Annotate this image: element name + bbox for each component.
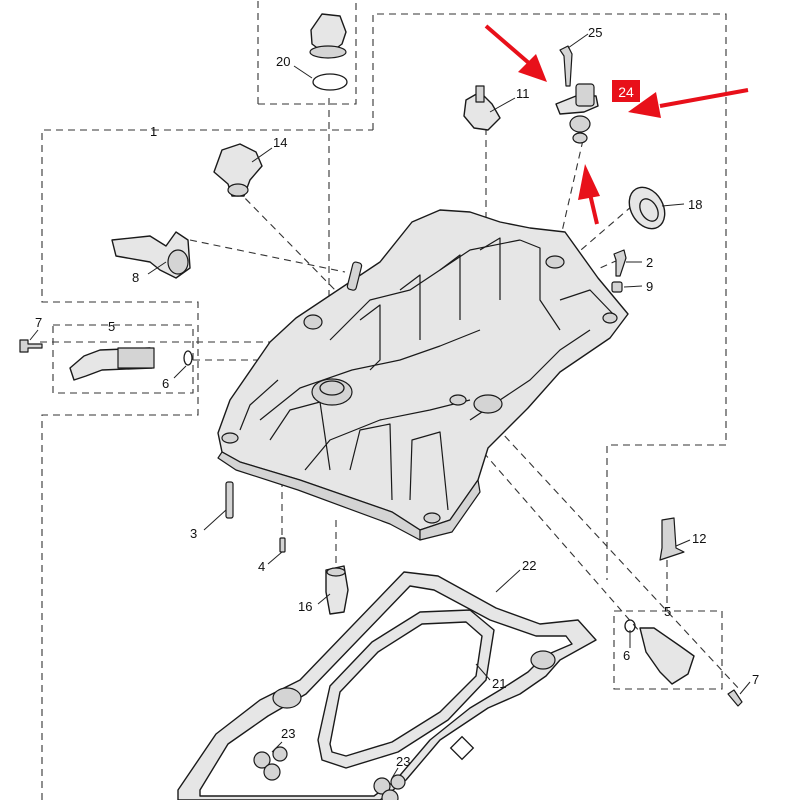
callout-7-right: 7 (752, 672, 759, 687)
pointer-arrow-horizontal (628, 88, 749, 118)
callout-12: 12 (692, 531, 706, 546)
callout-14: 14 (273, 135, 287, 150)
callout-6-right: 6 (623, 648, 630, 663)
callout-5-left: 5 (108, 319, 115, 334)
callout-8: 8 (132, 270, 139, 285)
pointer-arrow-vertical (578, 164, 600, 225)
callout-16: 16 (298, 599, 312, 614)
callout-21: 21 (492, 676, 506, 691)
callout-9: 9 (646, 279, 653, 294)
callout-22: 22 (522, 558, 536, 573)
pointer-arrows (484, 24, 749, 225)
group-frames (41, 0, 727, 800)
gaskets (177, 571, 597, 800)
callout-25: 25 (588, 25, 602, 40)
callout-11: 11 (516, 86, 530, 101)
callout-3: 3 (190, 526, 197, 541)
callout-24-label: 24 (618, 84, 634, 100)
leader-lines (29, 33, 751, 779)
callout-23-right: 23 (396, 754, 410, 769)
parts (19, 13, 743, 707)
callout-1: 1 (150, 124, 157, 139)
callout-6-left: 6 (162, 376, 169, 391)
callouts: 1 2 3 4 5 5 6 6 7 7 8 9 11 12 14 16 18 2… (35, 25, 759, 769)
valve-cover (217, 209, 629, 541)
callout-5-right: 5 (664, 604, 671, 619)
callout-4: 4 (258, 559, 265, 574)
callout-20: 20 (276, 54, 290, 69)
callout-18: 18 (688, 197, 702, 212)
callout-23-left: 23 (281, 726, 295, 741)
callout-7-left: 7 (35, 315, 42, 330)
callout-2: 2 (646, 255, 653, 270)
highlight-callout-24: 24 (612, 80, 640, 102)
pointer-arrow-diagonal (484, 24, 547, 82)
